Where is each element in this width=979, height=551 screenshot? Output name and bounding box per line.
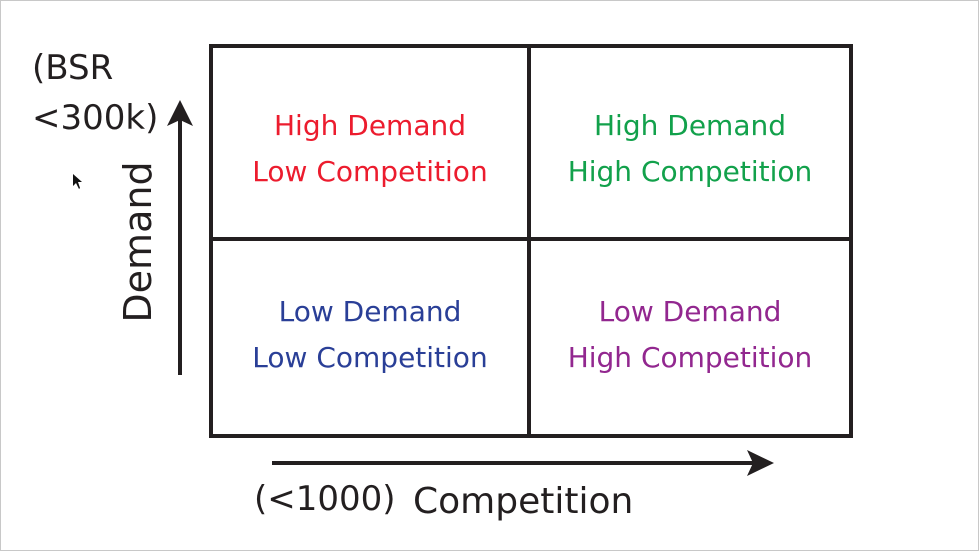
quadrant-grid [209, 44, 853, 438]
y-axis-note-line2: <300k) [32, 98, 159, 138]
quadrant-line1: High Demand [274, 109, 466, 142]
quadrant-line2: High Competition [567, 341, 813, 374]
quadrant-low-demand-high-competition: Low Demand High Competition [531, 289, 849, 381]
x-axis-arrow [272, 450, 774, 476]
y-axis-note-line1: (BSR [32, 48, 114, 88]
grid-horizontal-divider [209, 237, 853, 241]
quadrant-line2: Low Competition [252, 155, 488, 188]
cursor-icon [73, 174, 82, 189]
quadrant-line1: Low Demand [278, 295, 462, 328]
quadrant-high-demand-high-competition: High Demand High Competition [531, 103, 849, 195]
quadrant-line1: High Demand [594, 109, 786, 142]
x-axis-note: (<1000) [254, 479, 396, 519]
quadrant-line2: High Competition [567, 155, 813, 188]
x-axis-label: Competition [413, 481, 634, 522]
y-axis-arrow [167, 100, 193, 375]
quadrant-high-demand-low-competition: High Demand Low Competition [211, 103, 529, 195]
quadrant-low-demand-low-competition: Low Demand Low Competition [211, 289, 529, 381]
quadrant-line1: Low Demand [598, 295, 782, 328]
quadrant-line2: Low Competition [252, 341, 488, 374]
grid-vertical-divider [527, 44, 531, 438]
